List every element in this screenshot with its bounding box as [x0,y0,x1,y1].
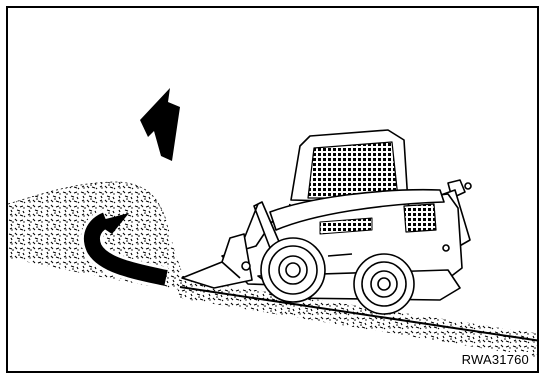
bucket [182,234,252,288]
figure-id-label: RWA31760 [460,352,531,367]
skid-steer-loader [182,130,471,314]
rear-wheel [354,254,414,314]
arrow-left-up-icon [140,88,180,161]
skid-steer-illustration [8,8,539,373]
front-wheel [261,238,325,302]
illustration-frame: RWA31760 [6,6,539,373]
